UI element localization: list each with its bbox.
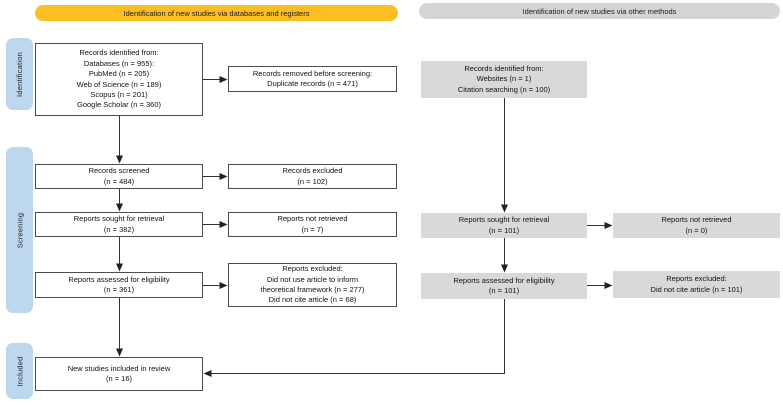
- box-reports-assessed-other: Reports assessed for eligibility (n = 10…: [421, 273, 587, 299]
- banner-other-methods: Identification of new studies via other …: [419, 3, 780, 19]
- box-reports-sought-databases: Reports sought for retrieval (n = 382): [35, 212, 203, 237]
- box-new-studies-included: New studies included in review (n = 16): [35, 357, 203, 391]
- stage-label-screening: Screening: [6, 147, 33, 313]
- stage-label-included: Included: [6, 343, 33, 399]
- box-reports-excluded-other: Reports excluded: Did not cite article (…: [613, 271, 780, 298]
- box-records-removed-before-screening: Records removed before screening: Duplic…: [228, 66, 397, 92]
- banner-databases-registers: Identification of new studies via databa…: [35, 5, 398, 21]
- box-reports-sought-other: Reports sought for retrieval (n = 101): [421, 213, 587, 238]
- box-records-identified-other: Records identified from: Websites (n = 1…: [421, 61, 587, 98]
- connector-other-assessed-to-included: [203, 299, 505, 377]
- box-reports-assessed-databases: Reports assessed for eligibility (n = 36…: [35, 272, 203, 298]
- box-records-excluded: Records excluded (n = 102): [228, 164, 397, 189]
- box-reports-not-retrieved-other: Reports not retrieved (n = 0): [613, 213, 780, 238]
- box-records-identified-databases: Records identified from: Databases (n = …: [35, 43, 203, 116]
- box-records-screened: Records screened (n = 484): [35, 164, 203, 189]
- box-reports-excluded-databases: Reports excluded: Did not use article to…: [228, 263, 397, 307]
- box-reports-not-retrieved-databases: Reports not retrieved (n = 7): [228, 212, 397, 237]
- stage-label-identification: Identification: [6, 38, 33, 110]
